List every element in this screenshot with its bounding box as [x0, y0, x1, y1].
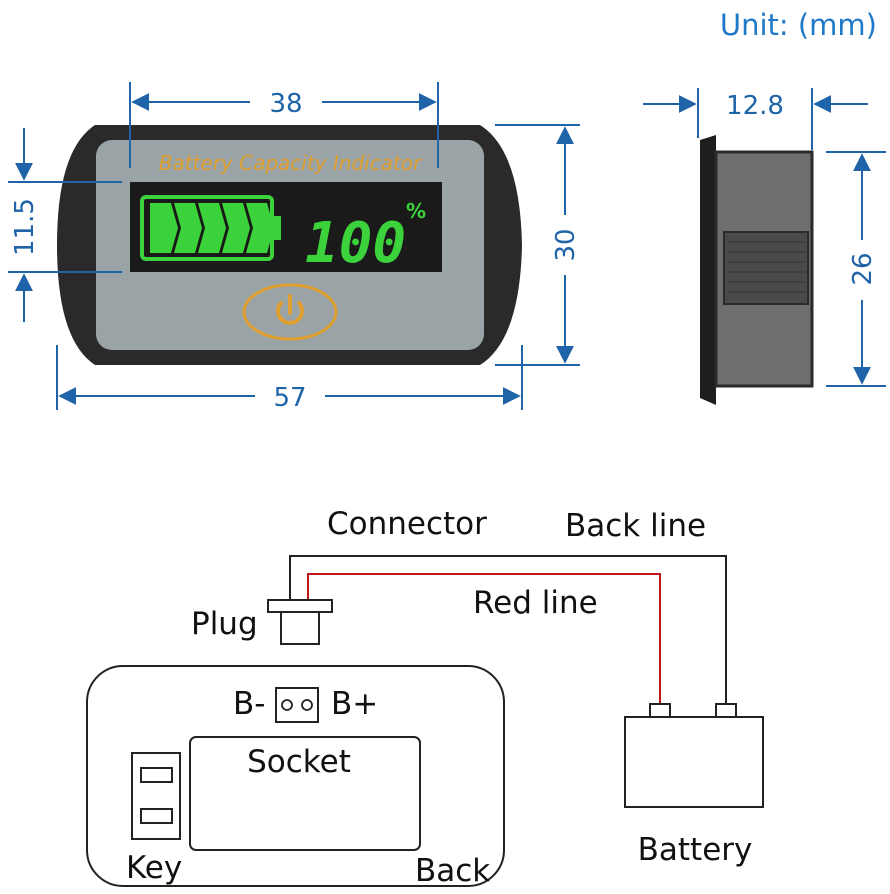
- socket-label: Socket: [247, 744, 351, 780]
- battery-bar: [174, 203, 202, 253]
- dim-width-outer: [56, 345, 523, 410]
- battery-bar: [222, 203, 250, 253]
- dim-label-38: 38: [269, 89, 302, 119]
- dim-label-12-8: 12.8: [726, 91, 784, 121]
- side-clip: [723, 231, 809, 305]
- back-label: Back: [415, 853, 490, 889]
- side-view: 12.8 26: [643, 88, 886, 405]
- back-line-wire: [289, 555, 727, 705]
- battery-bar: [150, 203, 178, 253]
- b-minus-label: B-: [233, 686, 265, 722]
- battery-bar: [246, 203, 274, 253]
- socket-area: [189, 736, 421, 851]
- battery-box: [624, 703, 764, 808]
- plug-label: Plug: [191, 606, 258, 642]
- dim-width-inner: [129, 82, 439, 168]
- percent-sign: %: [406, 199, 426, 223]
- unit-label: Unit: (mm): [720, 8, 877, 42]
- dim-height-outer: [495, 124, 580, 366]
- percent-readout: 100: [305, 211, 406, 276]
- dim-label-30: 30: [551, 228, 581, 261]
- power-icon: [276, 294, 304, 325]
- dim-label-26: 26: [848, 252, 878, 285]
- dim-label-11-5: 11.5: [10, 198, 40, 256]
- red-line-label: Red line: [473, 585, 598, 621]
- dim-height-side: [826, 151, 886, 387]
- connector-label: Connector: [327, 506, 487, 542]
- dim-label-57: 57: [273, 383, 306, 413]
- dim-depth: [643, 88, 868, 150]
- battery-label: Battery: [638, 832, 753, 868]
- dim-height-display: [8, 128, 122, 322]
- battery-level-icon: [140, 195, 281, 261]
- unit-back-outline: [86, 665, 505, 887]
- key-switch[interactable]: [131, 752, 181, 840]
- key-label: Key: [126, 850, 182, 886]
- red-line-wire: [307, 573, 661, 705]
- back-line-label: Back line: [565, 508, 706, 544]
- power-button[interactable]: [242, 283, 338, 341]
- battery-bar: [198, 203, 226, 253]
- side-bezel: [700, 135, 716, 405]
- plug: [267, 599, 333, 645]
- socket-terminals: [275, 687, 319, 723]
- panel-title: Battery Capacity Indicator: [159, 151, 423, 175]
- front-view: Battery Capacity Indicator 100 % 38: [8, 82, 581, 413]
- b-plus-label: B+: [331, 686, 378, 722]
- wiring-diagram: Connector Back line Red line Plug B- B+ …: [86, 506, 764, 889]
